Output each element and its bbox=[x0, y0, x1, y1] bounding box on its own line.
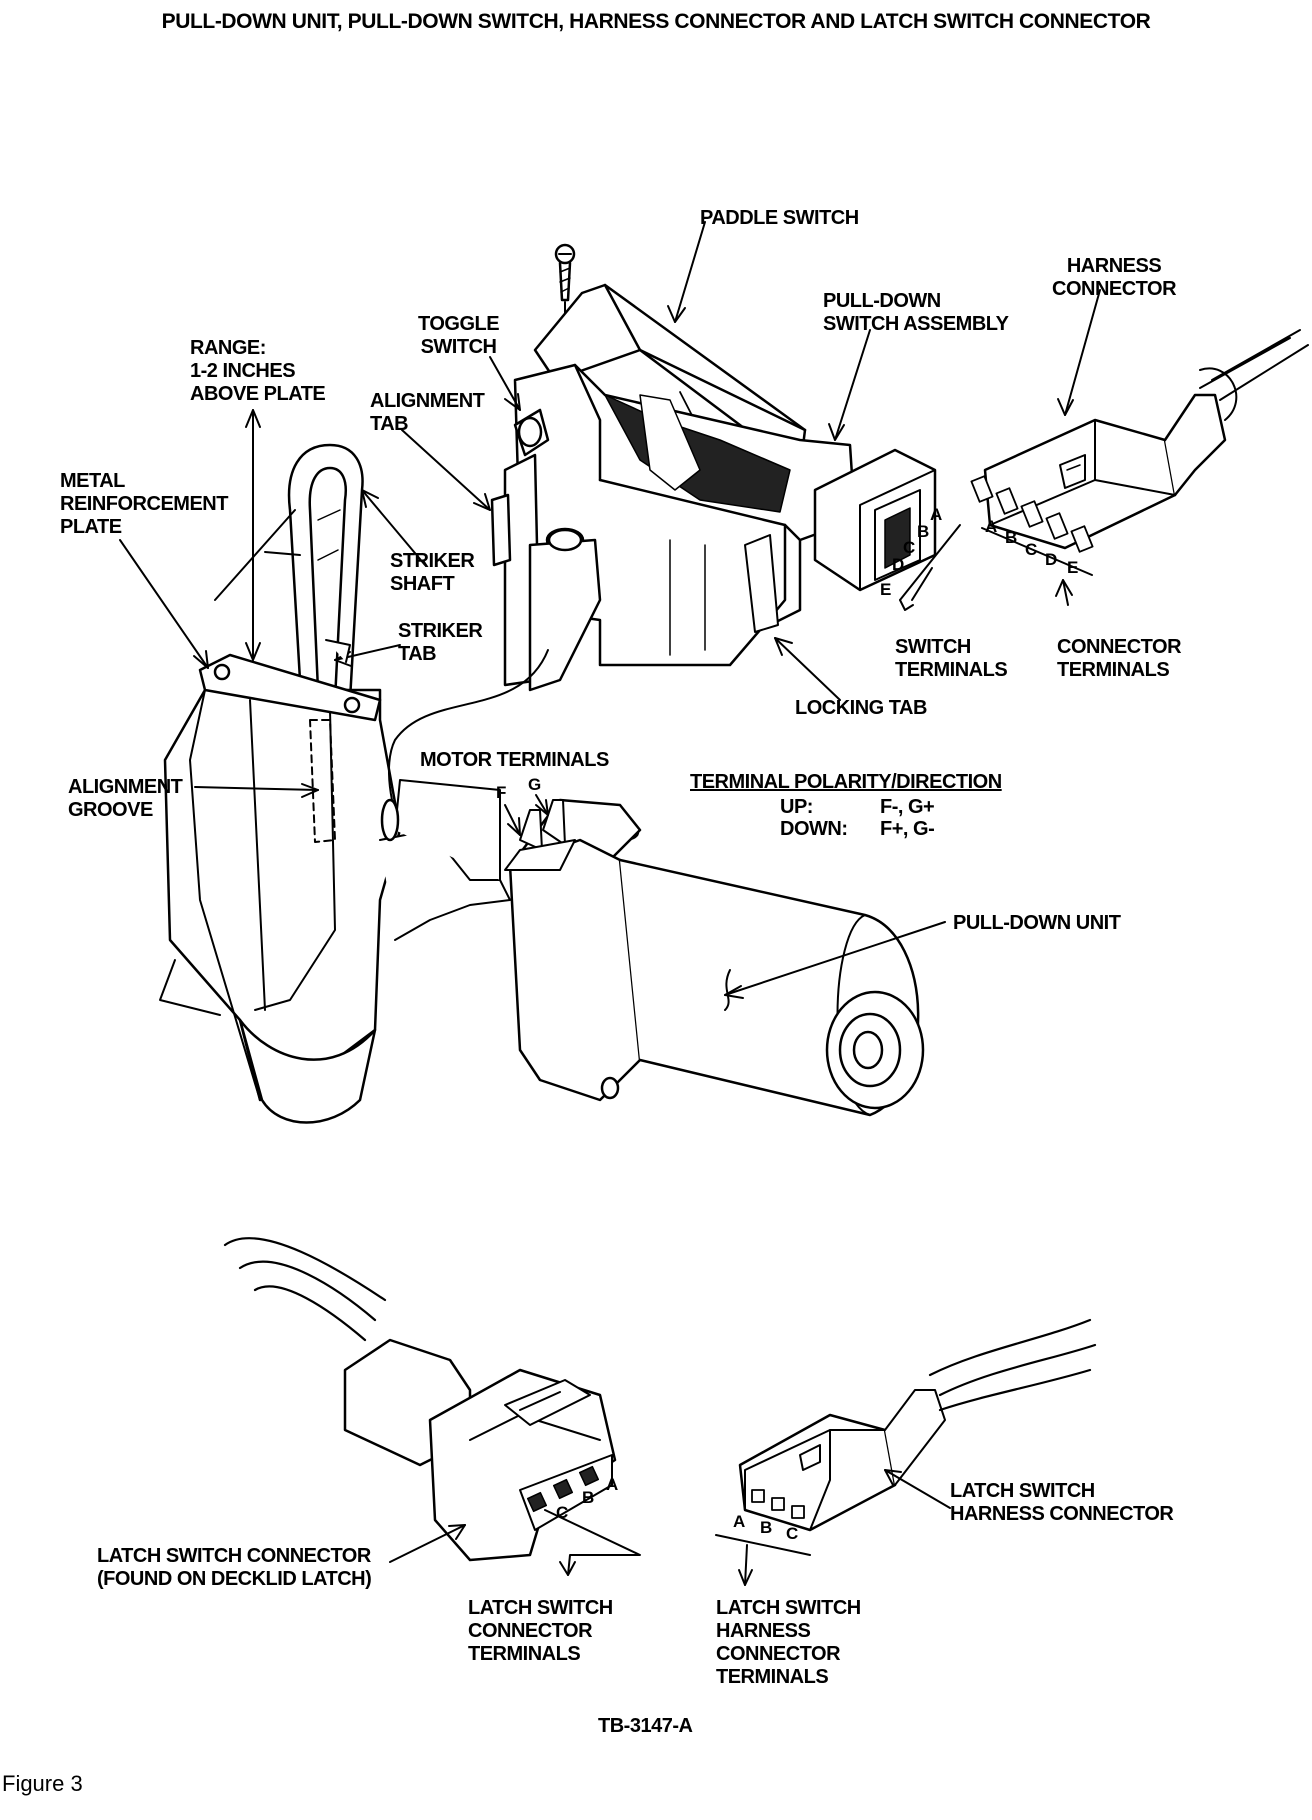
switch-terminal-c: C bbox=[903, 538, 915, 557]
connector-terminal-c: C bbox=[1025, 540, 1037, 559]
latch-harness-terminal-b: B bbox=[760, 1518, 772, 1537]
connector-terminal-a: A bbox=[985, 517, 997, 536]
latch-connector-terminal-b: B bbox=[582, 1488, 594, 1507]
motor-terminal-f: F bbox=[496, 783, 506, 802]
drawing-code: TB-3147-A bbox=[598, 1715, 693, 1737]
leader-lines bbox=[119, 221, 1101, 1586]
latch-harness-terminal-a: A bbox=[733, 1512, 745, 1531]
polarity-down-value: F+, G- bbox=[880, 818, 935, 840]
latch-switch-connector bbox=[223, 1237, 617, 1562]
alignment-tab-label: ALIGNMENT TAB bbox=[370, 390, 485, 435]
pulldown-motor bbox=[504, 798, 925, 1117]
polarity-table-heading: TERMINAL POLARITY/DIRECTION bbox=[690, 771, 1002, 793]
toggle-switch-label: TOGGLE SWITCH bbox=[418, 313, 500, 358]
connector-terminals-label: CONNECTOR TERMINALS bbox=[1057, 636, 1182, 681]
motor-terminals-label: MOTOR TERMINALS bbox=[420, 749, 609, 771]
latch-switch-connector-label: LATCH SWITCH CONNECTOR (FOUND ON DECKLID… bbox=[97, 1545, 372, 1590]
striker-shaft-label: STRIKER SHAFT bbox=[390, 550, 475, 595]
motor-terminal-g: G bbox=[528, 775, 541, 794]
switch-terminal-b: B bbox=[917, 522, 929, 541]
range-label: RANGE: 1-2 INCHES ABOVE PLATE bbox=[190, 337, 326, 405]
switch-terminals-label: SWITCH TERMINALS bbox=[895, 636, 1008, 681]
paddle-switch-label: PADDLE SWITCH bbox=[700, 207, 859, 229]
latch-switch-harness-connector bbox=[738, 1318, 1097, 1532]
pulldown-unit-label: PULL-DOWN UNIT bbox=[953, 912, 1121, 934]
latch-harness-terminal-c: C bbox=[786, 1524, 798, 1543]
pulldown-housing bbox=[159, 649, 640, 1124]
switch-terminal-d: D bbox=[892, 555, 904, 574]
metal-reinforcement-plate-label: METAL REINFORCEMENT PLATE bbox=[60, 470, 228, 538]
connector-terminal-b: B bbox=[1005, 528, 1017, 547]
connector-terminal-e: E bbox=[1067, 558, 1078, 577]
pulldown-switch-assembly-label: PULL-DOWN SWITCH ASSEMBLY bbox=[823, 290, 1009, 335]
locking-tab-label: LOCKING TAB bbox=[795, 697, 927, 719]
switch-terminal-e: E bbox=[880, 580, 891, 599]
connector-terminal-d: D bbox=[1045, 550, 1057, 569]
striker-shaft bbox=[287, 443, 364, 702]
pulldown-switch-assembly bbox=[490, 283, 937, 692]
harness-connector-label: HARNESS CONNECTOR bbox=[1052, 255, 1177, 300]
diagram-title: PULL-DOWN UNIT, PULL-DOWN SWITCH, HARNES… bbox=[161, 10, 1151, 33]
alignment-groove-label: ALIGNMENT GROOVE bbox=[68, 776, 183, 821]
switch-terminal-a: A bbox=[930, 505, 942, 524]
polarity-up-value: F-, G+ bbox=[880, 796, 935, 818]
figure-caption: Figure 3 bbox=[2, 1771, 83, 1796]
polarity-up-direction: UP: bbox=[780, 796, 813, 818]
latch-switch-harness-connector-terminals-label: LATCH SWITCH HARNESS CONNECTOR TERMINALS bbox=[716, 1597, 861, 1688]
latch-switch-connector-terminals-label: LATCH SWITCH CONNECTOR TERMINALS bbox=[468, 1597, 613, 1665]
latch-connector-terminal-c: C bbox=[556, 1503, 568, 1522]
latch-connector-terminal-a: A bbox=[606, 1475, 618, 1494]
striker-tab-label: STRIKER TAB bbox=[398, 620, 483, 665]
harness-connector bbox=[970, 329, 1309, 553]
polarity-down-direction: DOWN: bbox=[780, 818, 848, 840]
latch-switch-harness-connector-label: LATCH SWITCH HARNESS CONNECTOR bbox=[950, 1480, 1174, 1525]
